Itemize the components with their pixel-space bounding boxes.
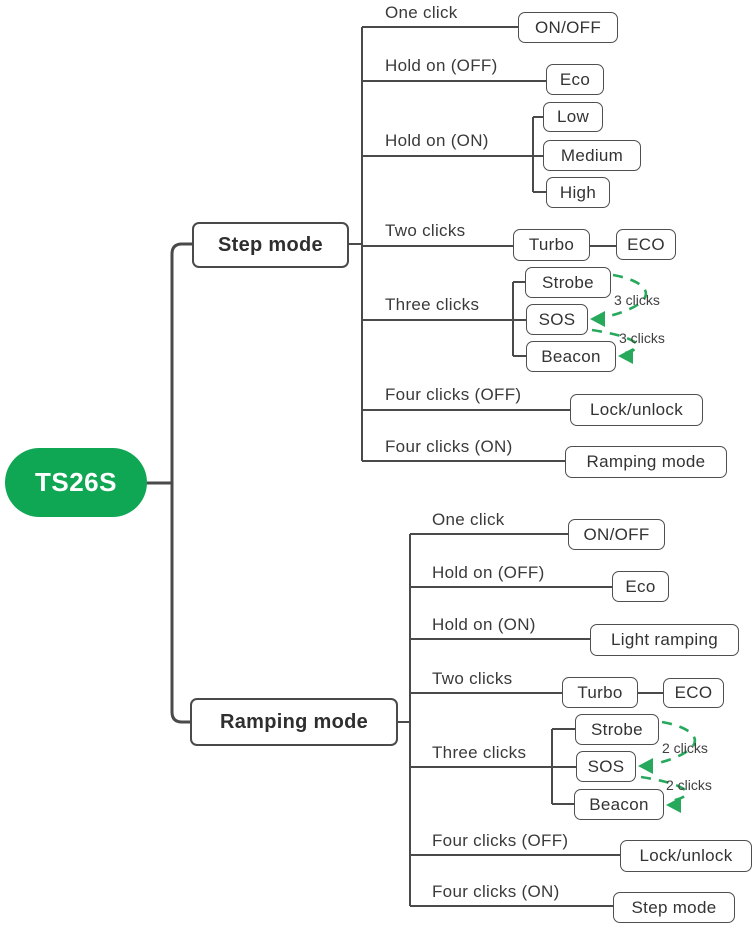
step-cycle-note-1: 3 clicks bbox=[614, 292, 660, 308]
step-node-eco2: ECO bbox=[616, 229, 676, 260]
ramping-cycle-note-1: 2 clicks bbox=[662, 740, 708, 756]
step-node-eco: Eco bbox=[546, 64, 604, 95]
ramping-node-eco2: ECO bbox=[663, 678, 724, 708]
step-cycle-arrowheads bbox=[590, 311, 633, 364]
arrow-icon bbox=[618, 348, 633, 364]
step-branch-one-click: One click bbox=[385, 3, 458, 22]
ramping-node-eco: Eco bbox=[612, 571, 669, 602]
step-node-lock-unlock: Lock/unlock bbox=[570, 394, 703, 426]
arrow-icon bbox=[638, 758, 653, 774]
ramping-cycle-arrowheads bbox=[638, 758, 681, 813]
arrow-icon bbox=[590, 311, 605, 327]
ramping-cycle-note-2: 2 clicks bbox=[666, 777, 712, 793]
step-node-sos: SOS bbox=[526, 304, 588, 335]
ramping-branch-hold-on-on: Hold on (ON) bbox=[432, 615, 536, 634]
ramping-node-turbo: Turbo bbox=[562, 677, 638, 708]
step-node-strobe: Strobe bbox=[525, 267, 611, 298]
ramping-node-lock-unlock: Lock/unlock bbox=[620, 840, 752, 872]
ramping-node-sos: SOS bbox=[576, 751, 636, 782]
arrow-icon bbox=[666, 797, 681, 813]
step-node-to-ramping-mode: Ramping mode bbox=[565, 446, 727, 478]
step-branch-hold-on-off: Hold on (OFF) bbox=[385, 56, 498, 75]
ramping-branch-four-clicks-on: Four clicks (ON) bbox=[432, 882, 560, 901]
step-node-beacon: Beacon bbox=[526, 341, 616, 372]
ramping-node-light-ramping: Light ramping bbox=[590, 624, 739, 656]
step-branch-lines bbox=[349, 26, 616, 462]
ramping-node-beacon: Beacon bbox=[574, 789, 664, 820]
step-node-on-off: ON/OFF bbox=[518, 12, 618, 43]
step-branch-two-clicks: Two clicks bbox=[385, 221, 466, 240]
ramping-branch-hold-on-off: Hold on (OFF) bbox=[432, 563, 545, 582]
ramping-branch-lines bbox=[398, 533, 663, 907]
ramping-branch-one-click: One click bbox=[432, 510, 505, 529]
trunk-connector bbox=[146, 242, 192, 724]
ramping-branch-four-clicks-off: Four clicks (OFF) bbox=[432, 831, 569, 850]
step-node-medium: Medium bbox=[543, 140, 641, 171]
ramping-mode-box: Ramping mode bbox=[190, 698, 398, 746]
step-node-low: Low bbox=[543, 102, 603, 132]
step-mode-box: Step mode bbox=[192, 222, 349, 268]
step-branch-three-clicks: Three clicks bbox=[385, 295, 480, 314]
ramping-node-strobe: Strobe bbox=[575, 714, 659, 745]
step-node-turbo: Turbo bbox=[513, 229, 590, 261]
step-branch-four-clicks-on: Four clicks (ON) bbox=[385, 437, 513, 456]
root-node-ts26s: TS26S bbox=[5, 448, 147, 517]
ramping-branch-three-clicks: Three clicks bbox=[432, 743, 527, 762]
ramping-branch-two-clicks: Two clicks bbox=[432, 669, 513, 688]
step-branch-four-clicks-off: Four clicks (OFF) bbox=[385, 385, 522, 404]
ramping-node-on-off: ON/OFF bbox=[568, 519, 665, 550]
ramping-node-to-step-mode: Step mode bbox=[613, 892, 735, 923]
step-node-high: High bbox=[546, 177, 610, 208]
step-branch-hold-on-on: Hold on (ON) bbox=[385, 131, 489, 150]
step-cycle-note-2: 3 clicks bbox=[619, 330, 665, 346]
